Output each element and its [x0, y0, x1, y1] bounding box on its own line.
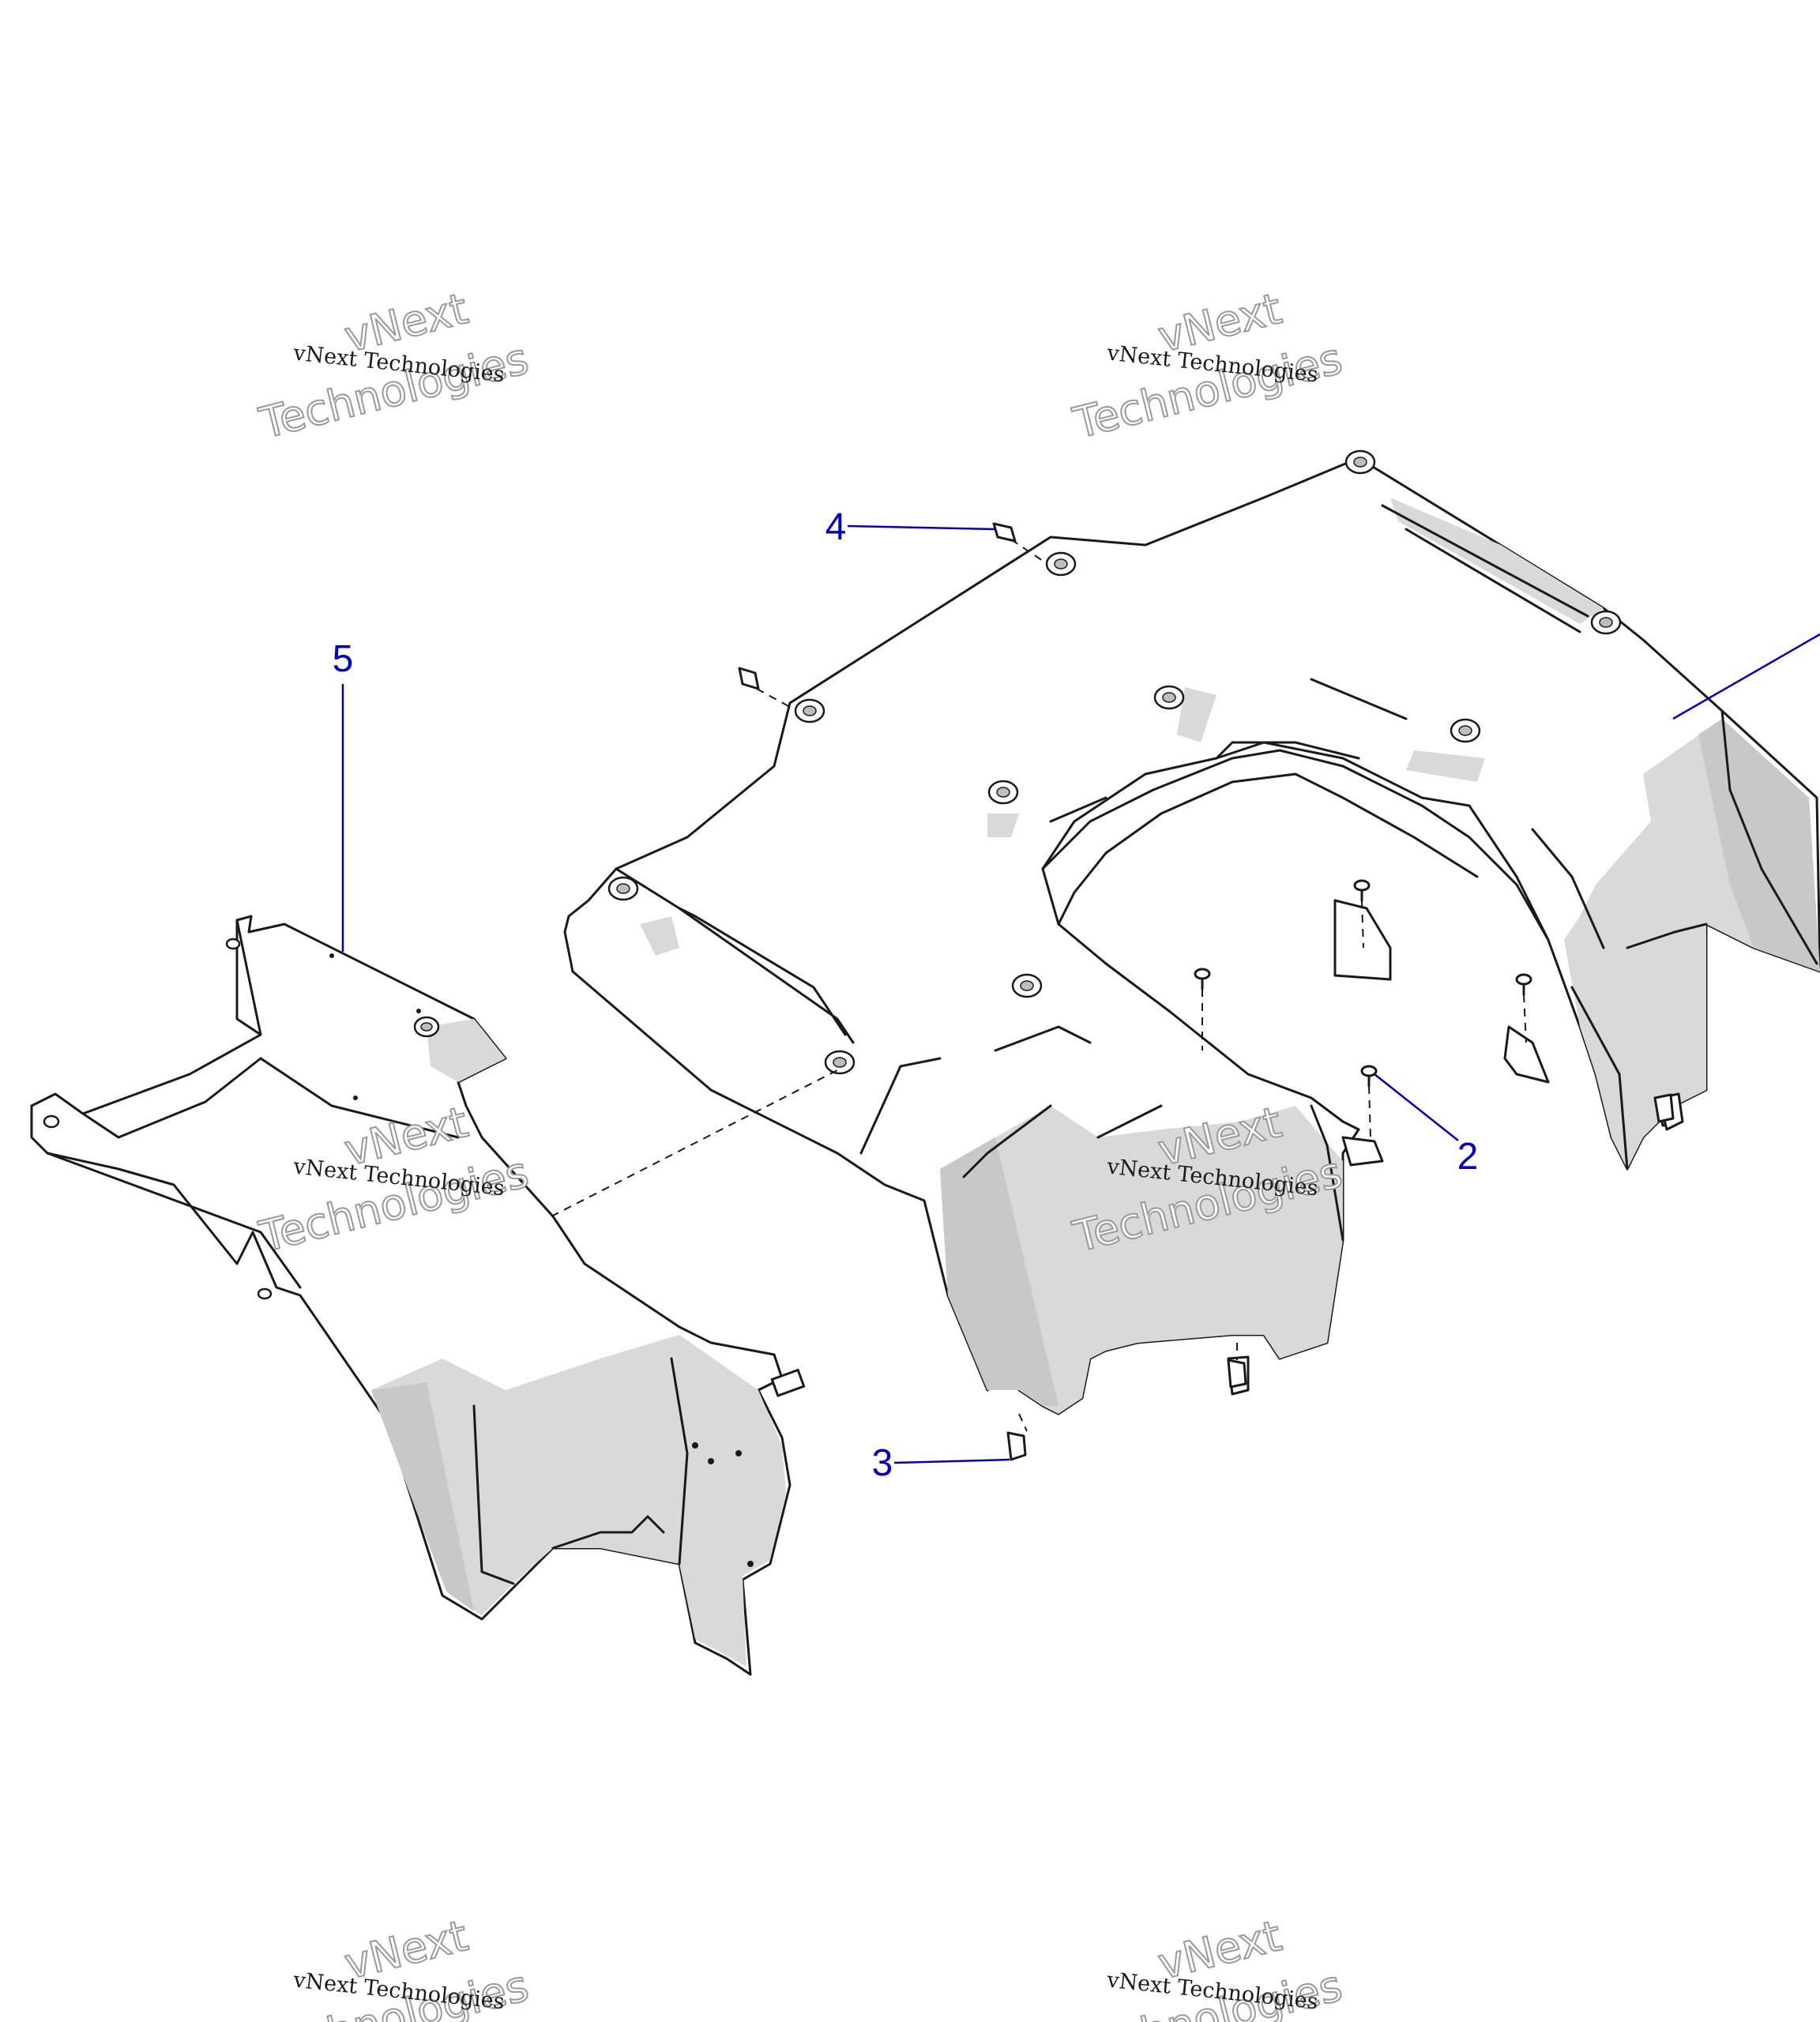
speed-nut	[1006, 1431, 1027, 1461]
push-rivet	[1194, 968, 1211, 990]
callout-4-label: 4	[825, 506, 847, 548]
watermark-bottom-right: vNext Technologies vNext Technologies	[1067, 1910, 1348, 2022]
callout-3-label: 3	[872, 1442, 893, 1484]
watermark-top-right: vNext Technologies vNext Technologies	[1067, 283, 1348, 449]
speed-nut	[992, 522, 1017, 543]
fasteners	[738, 522, 1675, 1461]
assembly-lines	[551, 539, 1527, 1432]
callout-2: 2	[1374, 1073, 1479, 1178]
callout-5-label: 5	[333, 638, 354, 680]
push-rivet	[1515, 973, 1532, 996]
callout-4-leader	[847, 524, 996, 531]
watermark-top-left: vNext Technologies vNext Technologies	[254, 283, 534, 449]
speed-nut	[738, 667, 760, 690]
callout-5: 5	[333, 638, 354, 952]
callout-3-leader	[893, 1458, 1010, 1464]
callout-4: 4	[825, 506, 996, 548]
callout-2-leader	[1374, 1073, 1459, 1141]
push-rivet	[1360, 1065, 1378, 1088]
speed-nut	[1653, 1093, 1675, 1123]
part-1-rear-fender	[563, 449, 1820, 1415]
part-5-fender-liner	[30, 915, 806, 1676]
watermark-bottom-left: vNext Technologies vNext Technologies	[254, 1910, 534, 2022]
callout-1: 1	[1672, 611, 1820, 720]
callout-1-leader	[1672, 633, 1820, 720]
push-rivet	[1353, 879, 1371, 902]
callout-3: 3	[872, 1442, 1010, 1484]
speed-nut	[1227, 1359, 1247, 1389]
callout-1-label: 1	[1818, 611, 1820, 652]
callout-2-label: 2	[1457, 1136, 1479, 1178]
